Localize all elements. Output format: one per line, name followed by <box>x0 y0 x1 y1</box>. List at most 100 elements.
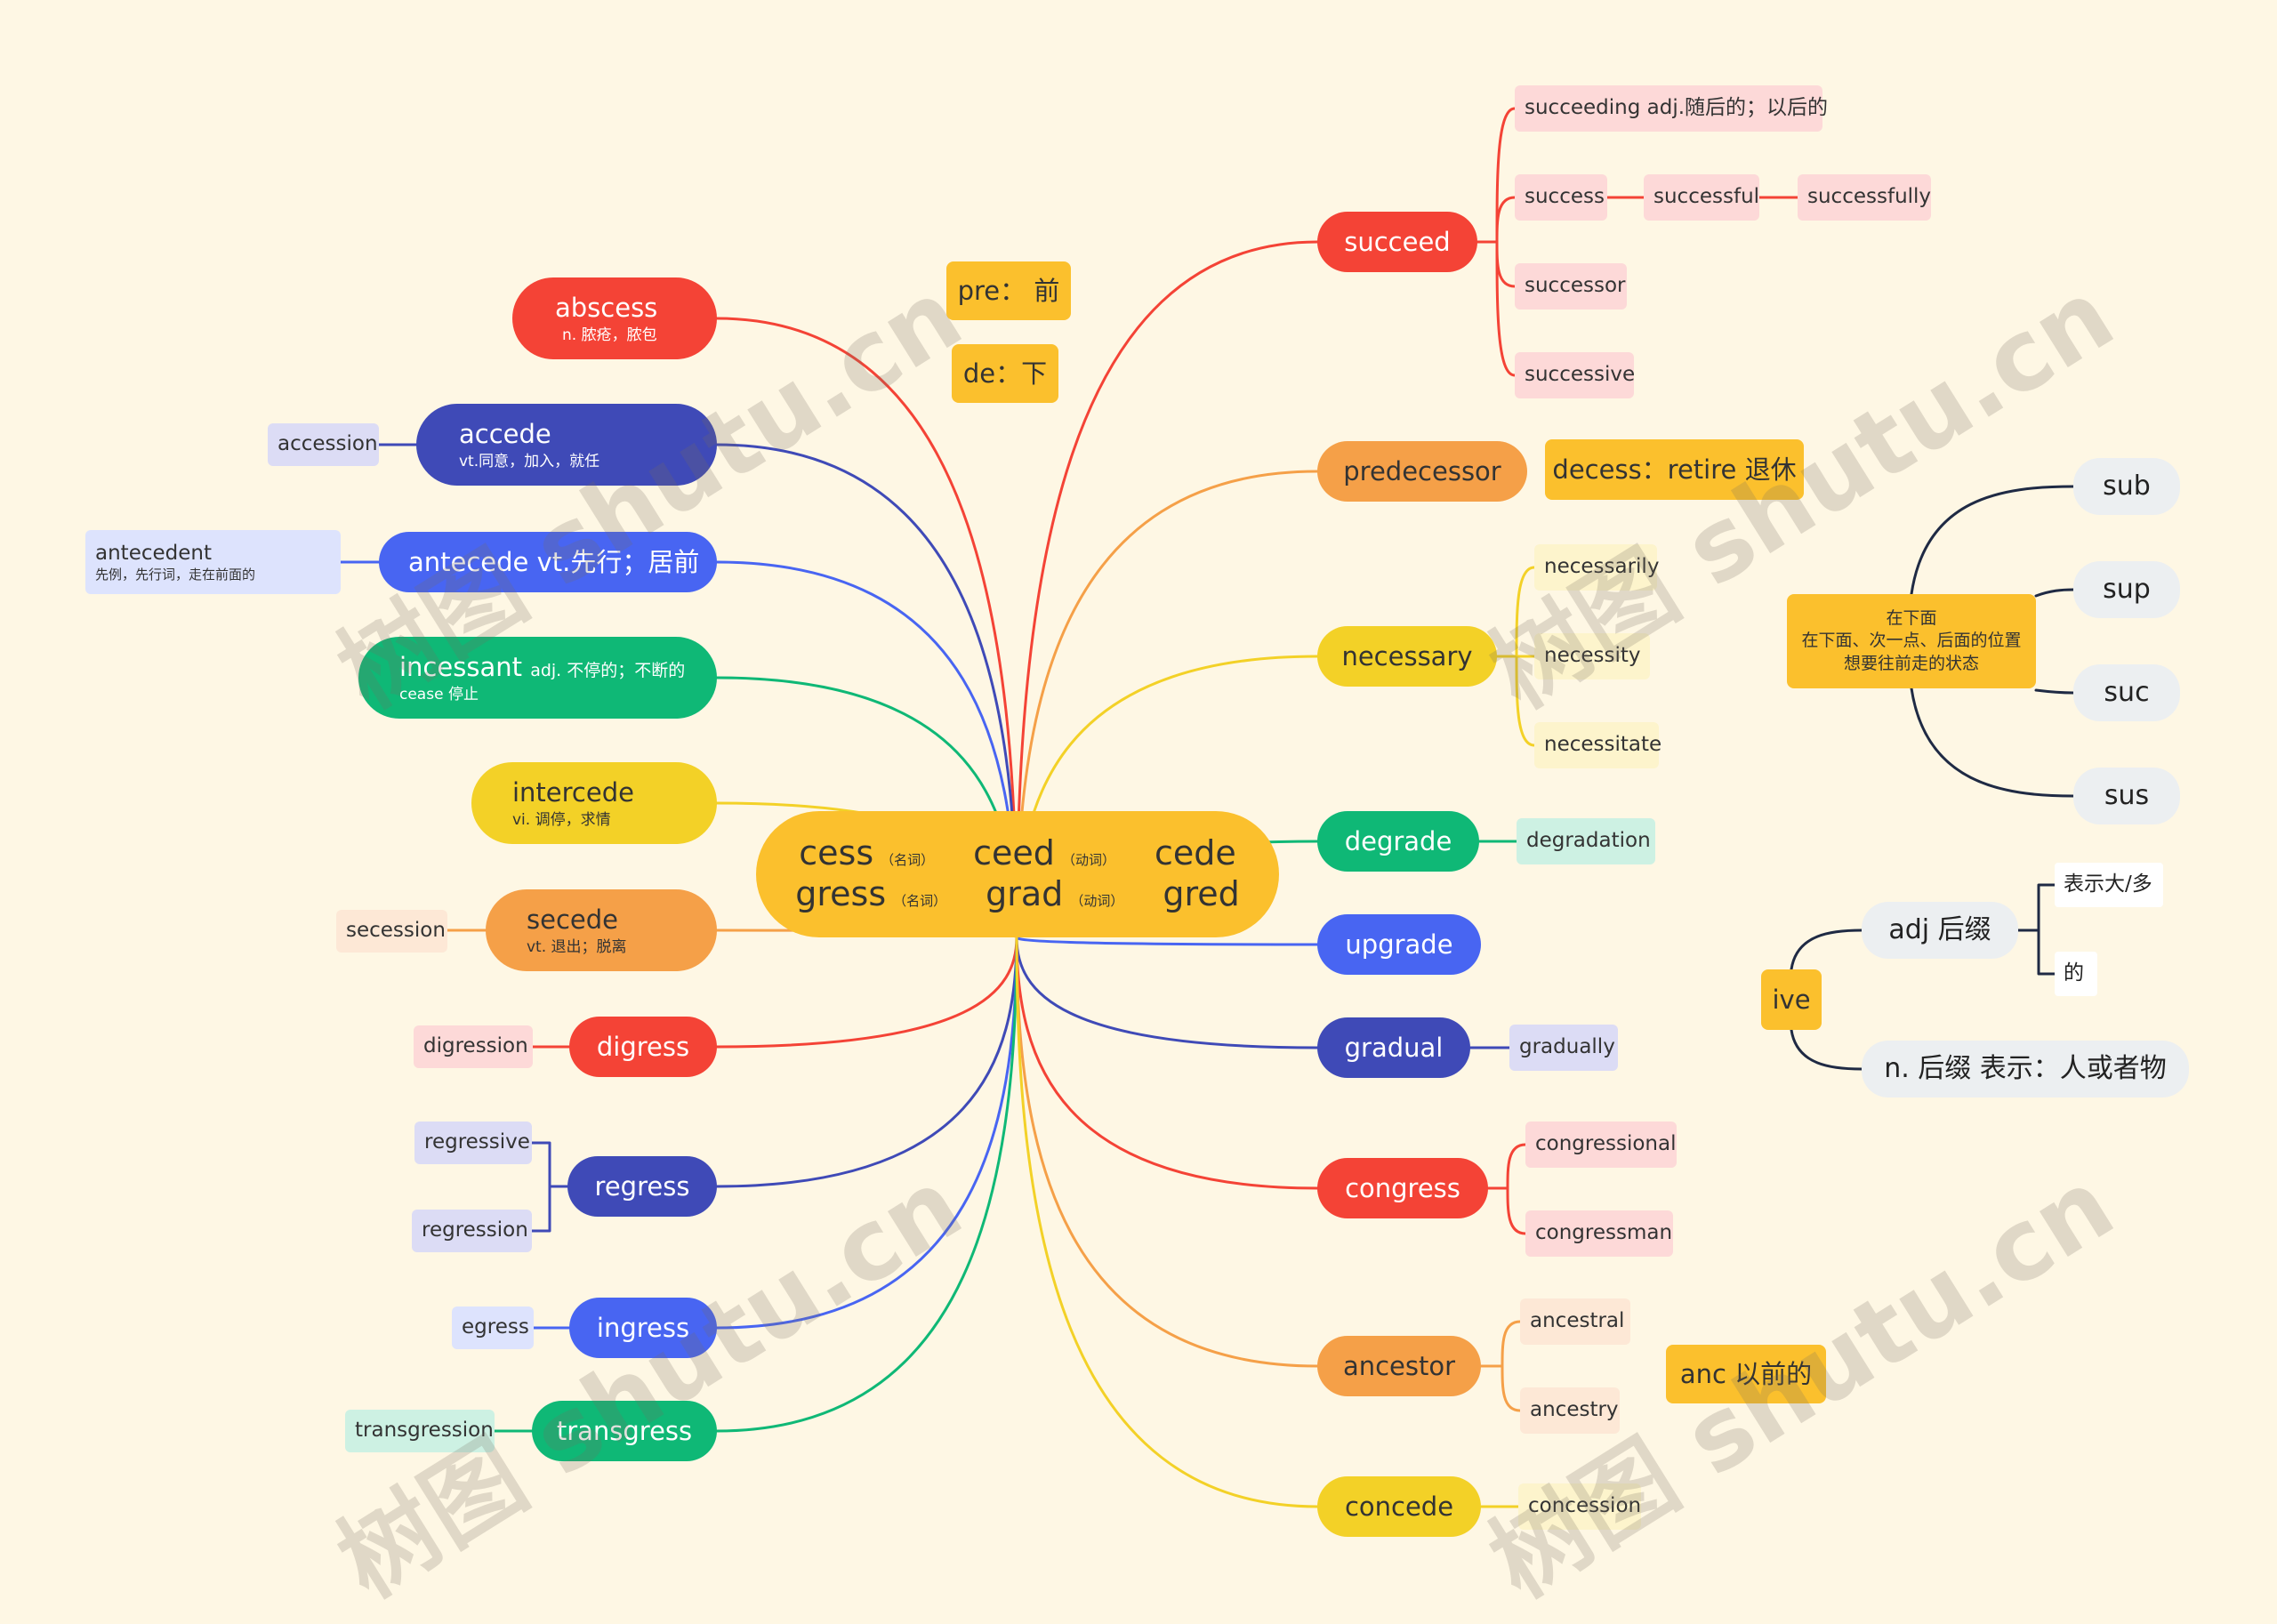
leaf-text: congressional <box>1535 1132 1677 1156</box>
branch-abscess[interactable]: abscess n. 脓疮，脓包 <box>512 277 717 359</box>
leaf-text: egress <box>462 1315 529 1339</box>
ive-noun-suffix[interactable]: n. 后缀 表示：人或者物 <box>1862 1041 2189 1097</box>
branch-predecessor[interactable]: predecessor <box>1317 441 1527 502</box>
branch-incessant[interactable]: incessant adj. 不停的；不断的 cease 停止 <box>358 637 717 719</box>
pos-label: （动词） <box>1070 893 1124 909</box>
root-cede: cede <box>1154 833 1236 873</box>
branch-digress[interactable]: digress <box>569 1017 717 1077</box>
leaf-necessity[interactable]: necessity <box>1534 633 1650 679</box>
connector-line <box>530 1141 569 1233</box>
leaf-concession[interactable]: concession <box>1518 1483 1641 1530</box>
prefix-sup[interactable]: sup <box>2073 561 2180 618</box>
connector-line <box>1790 929 1863 971</box>
connector-line <box>715 936 1018 1188</box>
branch-concede[interactable]: concede <box>1317 1476 1481 1537</box>
ive-adj-suffix[interactable]: adj 后缀 <box>1862 902 2018 959</box>
leaf-success[interactable]: success <box>1515 174 1607 221</box>
leaf-successful[interactable]: successful <box>1644 174 1759 221</box>
leaf-degradation[interactable]: degradation <box>1517 818 1655 864</box>
connector-line <box>1015 936 1319 946</box>
note-pre[interactable]: pre： 前 <box>946 261 1071 320</box>
leaf-text: successful <box>1653 185 1760 209</box>
leaf-accession[interactable]: accession <box>268 423 379 466</box>
leaf-gradually[interactable]: gradually <box>1509 1025 1618 1071</box>
meaning-label: n. 脓疮，脓包 <box>562 326 657 344</box>
leaf-egress[interactable]: egress <box>452 1306 534 1349</box>
note-anc[interactable]: anc 以前的 <box>1666 1345 1826 1403</box>
leaf-congressional[interactable]: congressional <box>1525 1122 1677 1168</box>
leaf-text: necessarily <box>1544 555 1660 579</box>
root-cess: cess <box>799 833 874 873</box>
branch-ancestor[interactable]: ancestor <box>1317 1336 1481 1396</box>
prefix-sub[interactable]: sub <box>2073 458 2180 515</box>
ive-adj-item-of[interactable]: 的 <box>2055 952 2097 996</box>
leaf-secession[interactable]: secession <box>336 910 447 953</box>
pos-label: （动词） <box>1061 852 1115 869</box>
branch-congress[interactable]: congress <box>1317 1158 1488 1218</box>
note-de[interactable]: de：下 <box>952 344 1058 403</box>
word-label: antecede vt.先行；居前 <box>408 546 700 577</box>
word-label: secede <box>527 904 618 935</box>
meaning-label: cease 停止 <box>399 685 479 703</box>
suffix-text: n. 后缀 表示：人或者物 <box>1884 1053 2167 1084</box>
connector-line <box>715 936 1018 1330</box>
leaf-digression[interactable]: digression <box>414 1025 533 1068</box>
meaning-label: vi. 调停，求情 <box>512 810 611 829</box>
connector-line <box>1910 687 2075 798</box>
word-label: accede <box>459 418 551 449</box>
connector-line <box>1506 1186 1527 1235</box>
leaf-successor[interactable]: successor <box>1515 263 1627 310</box>
note-ive[interactable]: ive <box>1761 969 1822 1030</box>
connector-line <box>1015 936 1319 1049</box>
branch-intercede[interactable]: intercede vi. 调停，求情 <box>471 762 717 844</box>
branch-degrade[interactable]: degrade <box>1317 811 1479 872</box>
leaf-regressive[interactable]: regressive <box>414 1122 532 1164</box>
connector-line <box>1501 1364 1522 1412</box>
prefix-sus[interactable]: sus <box>2073 768 2180 824</box>
central-row-2: gress（名词）grad（动词）gred <box>795 874 1240 915</box>
branch-gradual[interactable]: gradual <box>1317 1017 1470 1078</box>
leaf-transgression[interactable]: transgression <box>345 1410 495 1452</box>
branch-transgress[interactable]: transgress <box>532 1401 717 1461</box>
connector-line <box>1495 107 1517 244</box>
leaf-successive[interactable]: successive <box>1515 352 1636 398</box>
note-text: decess：retire 退休 <box>1552 454 1797 485</box>
leaf-antecedent[interactable]: antecedent 先例，先行词，走在前面的 <box>85 530 341 594</box>
word-label: ancestor <box>1342 1350 1456 1381</box>
branch-regress[interactable]: regress <box>567 1156 717 1217</box>
leaf-ancestry[interactable]: ancestry <box>1520 1387 1620 1434</box>
root-grad: grad <box>986 874 1064 913</box>
leaf-text: successive <box>1525 363 1636 387</box>
branch-antecede[interactable]: antecede vt.先行；居前 <box>379 532 717 592</box>
branch-upgrade[interactable]: upgrade <box>1317 914 1481 975</box>
branch-ingress[interactable]: ingress <box>569 1298 717 1358</box>
connector-line <box>1506 1143 1527 1190</box>
note-decess[interactable]: decess：retire 退休 <box>1545 439 1804 500</box>
leaf-text: digression <box>423 1034 528 1058</box>
leaf-necessarily[interactable]: necessarily <box>1534 544 1660 591</box>
note-text: de：下 <box>962 358 1048 389</box>
prefix-suc[interactable]: suc <box>2073 664 2180 721</box>
leaf-meaning: 先例，先行词，走在前面的 <box>95 566 256 583</box>
leaf-successfully[interactable]: successfully <box>1798 174 1931 221</box>
branch-necessary[interactable]: necessary <box>1317 626 1497 687</box>
leaf-ancestral[interactable]: ancestral <box>1520 1298 1630 1345</box>
ive-adj-item-large[interactable]: 表示大/多 <box>2055 863 2163 907</box>
leaf-text: necessity <box>1544 644 1641 668</box>
central-topic[interactable]: cess（名词）ceed（动词）cede gress（名词）grad（动词）gr… <box>756 811 1279 937</box>
word-label: upgrade <box>1345 929 1453 960</box>
leaf-succeeding[interactable]: succeeding adj.随后的；以后的 <box>1515 85 1828 132</box>
word-label: gradual <box>1344 1032 1444 1063</box>
word-label: predecessor <box>1343 455 1501 486</box>
leaf-congressman[interactable]: congressman <box>1525 1210 1673 1257</box>
suffix-text: adj 后缀 <box>1888 914 1991 945</box>
leaf-regression[interactable]: regression <box>412 1210 532 1252</box>
word-label: regress <box>594 1170 690 1202</box>
word-label: ingress <box>596 1312 690 1343</box>
note-sub-prefix[interactable]: 在下面 在下面、次一点、后面的位置 想要往前走的状态 <box>1787 594 2036 688</box>
branch-succeed[interactable]: succeed <box>1317 212 1477 272</box>
branch-accede[interactable]: accede vt.同意，加入，就任 <box>416 404 717 486</box>
branch-secede[interactable]: secede vt. 退出；脱离 <box>486 889 717 971</box>
leaf-necessitate[interactable]: necessitate <box>1534 722 1661 768</box>
